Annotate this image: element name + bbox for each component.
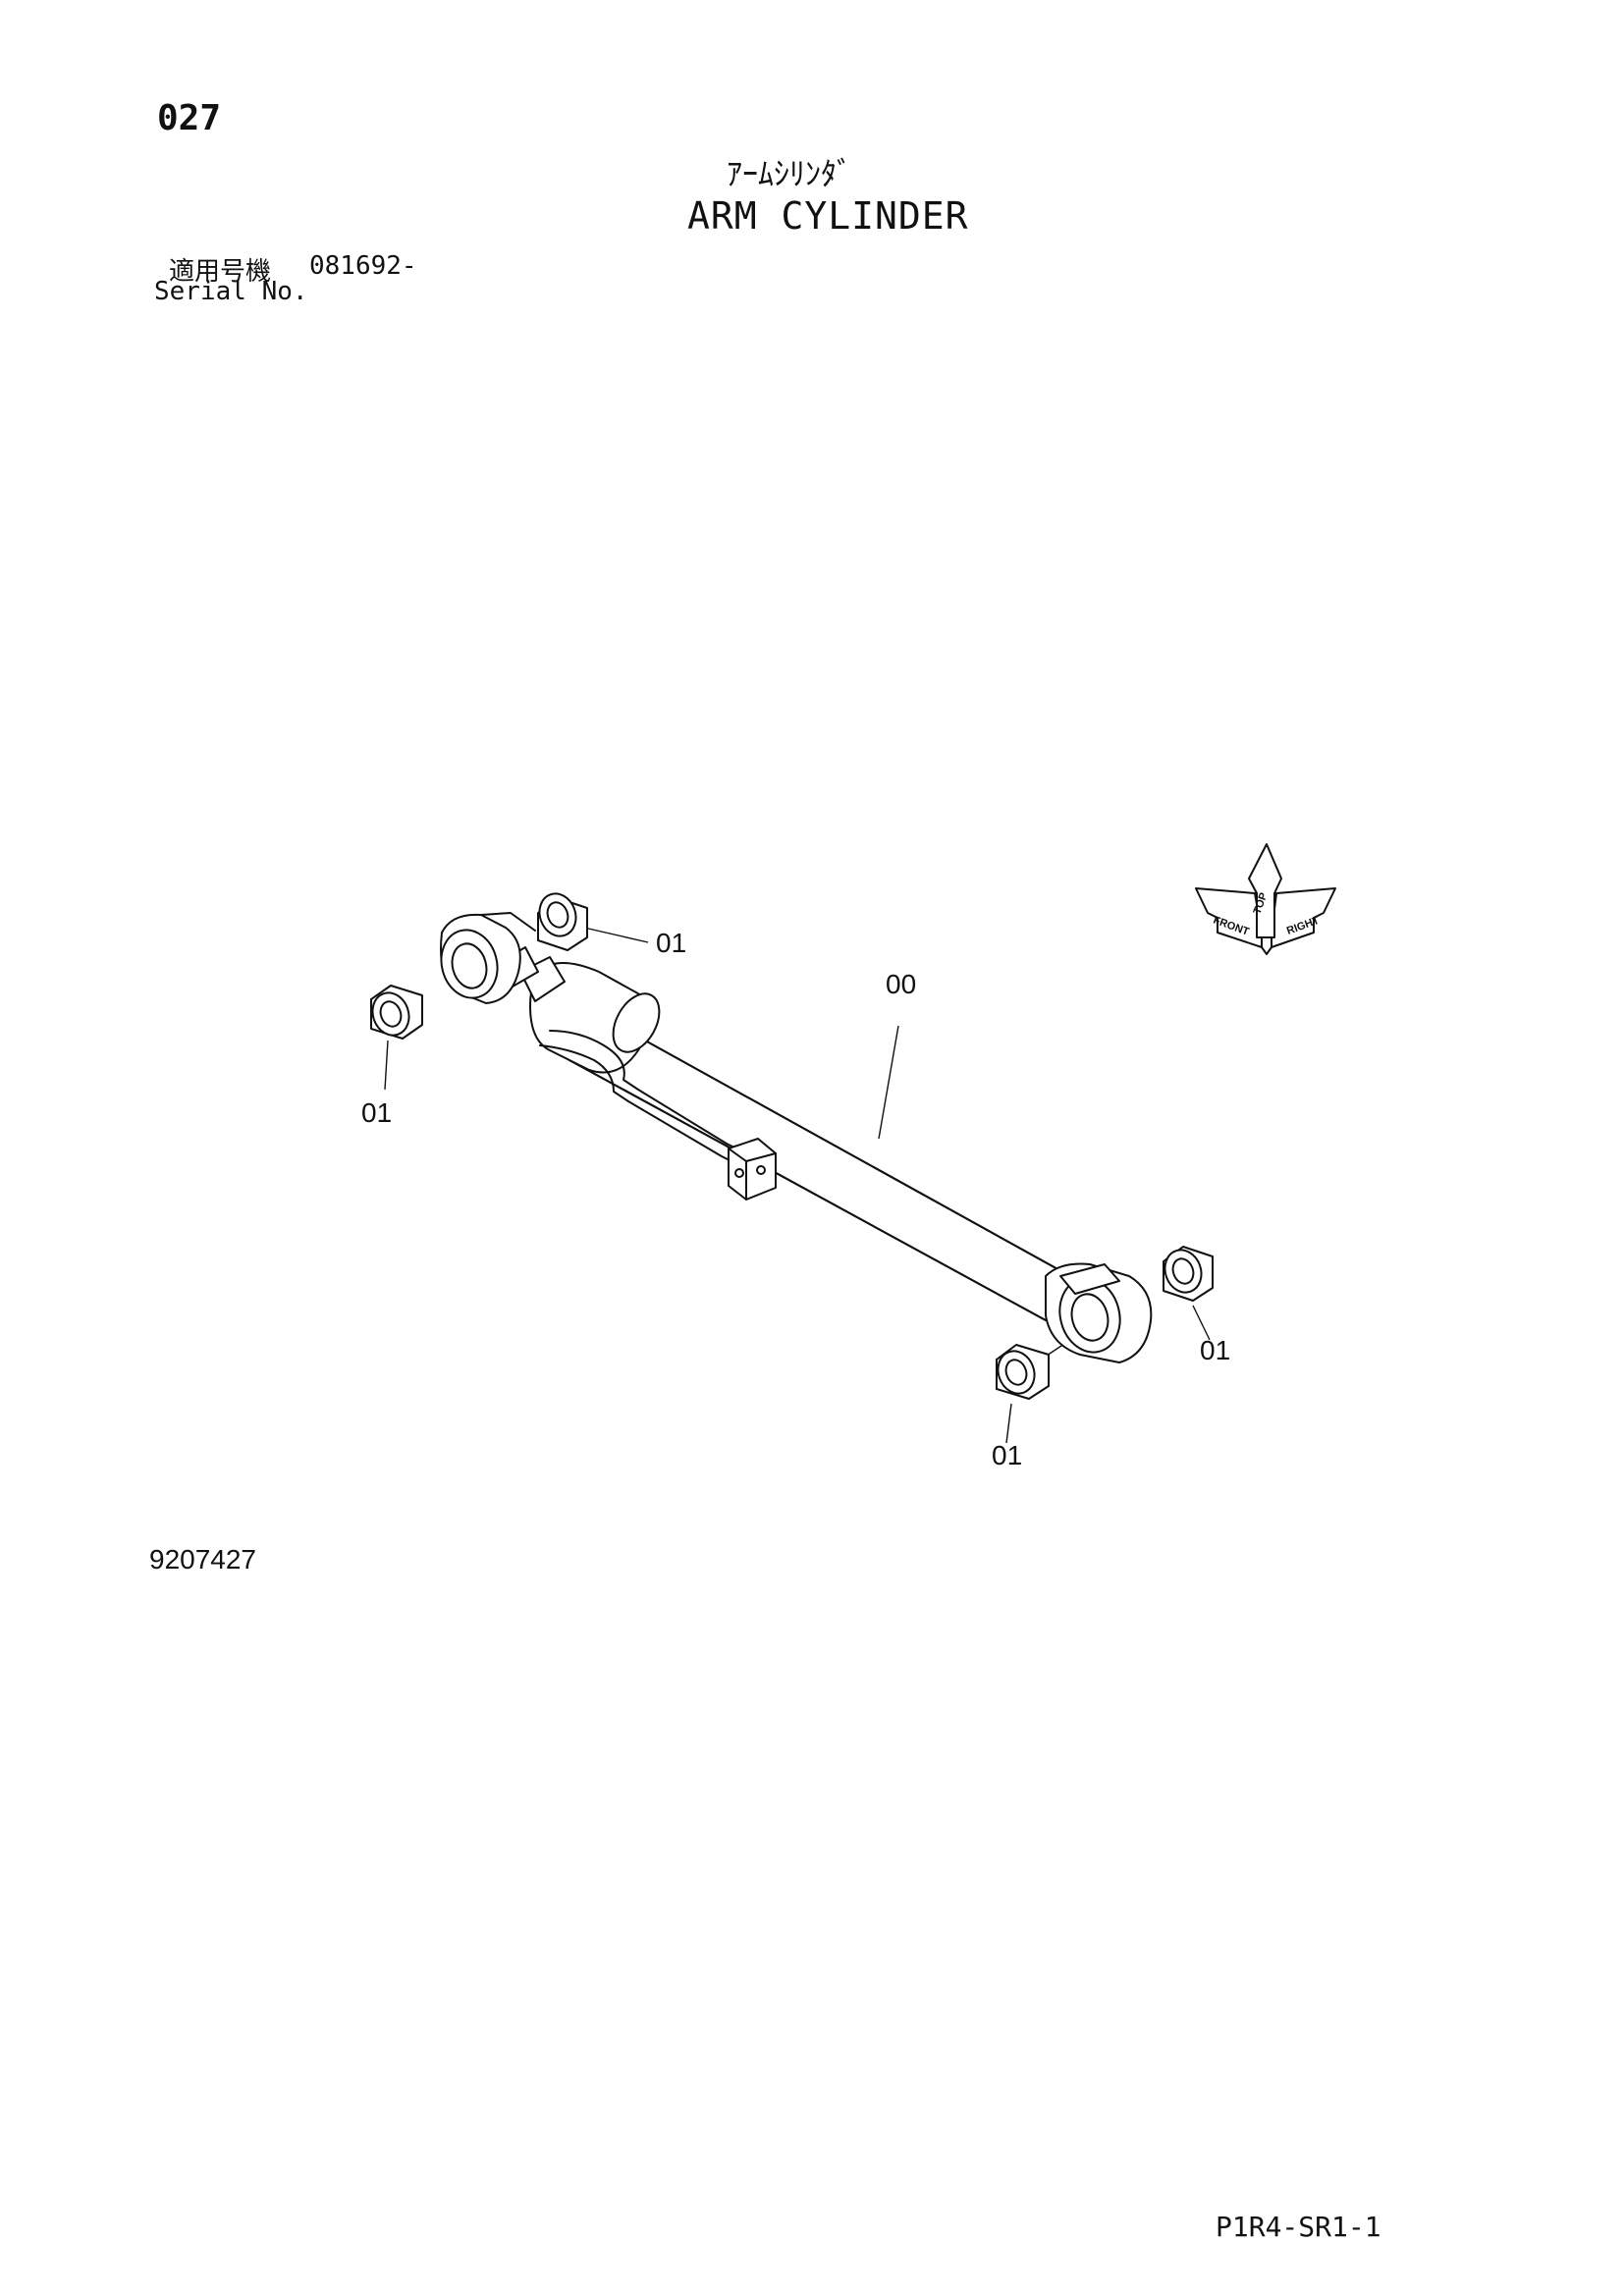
bushing-right — [1163, 1246, 1214, 1302]
cylinder-barrel — [529, 962, 1071, 1321]
callout-cylinder: 00 — [886, 969, 916, 999]
cylinder-bottom-end — [1045, 1262, 1153, 1363]
page-code: P1R4-SR1-1 — [1216, 2211, 1381, 2243]
orientation-indicator: FRONT RIGHT TOP — [1195, 843, 1336, 955]
serial-value: 081692- — [309, 251, 417, 281]
title-english: ARM CYLINDER — [687, 194, 969, 238]
title-japanese: ｱｰﾑｼﾘﾝﾀﾞ — [727, 155, 853, 192]
callout-bushing-left: 01 — [361, 1097, 392, 1128]
bushing-left — [370, 985, 423, 1040]
cylinder-rod-end — [440, 912, 566, 1004]
callout-bushing-top-left: 01 — [656, 928, 686, 958]
page-number: 027 — [157, 98, 222, 138]
hydraulic-pipe — [539, 1030, 777, 1201]
drawing-number: 9207427 — [149, 1544, 257, 1575]
bushing-bottom — [996, 1344, 1050, 1400]
callout-bushing-bottom: 01 — [992, 1440, 1022, 1470]
callout-bushing-right: 01 — [1200, 1335, 1230, 1365]
serial-label-japanese: 適用号機 — [169, 257, 272, 287]
serial-label-english: Serial No. — [154, 277, 308, 306]
bushing-top-left — [537, 892, 588, 951]
